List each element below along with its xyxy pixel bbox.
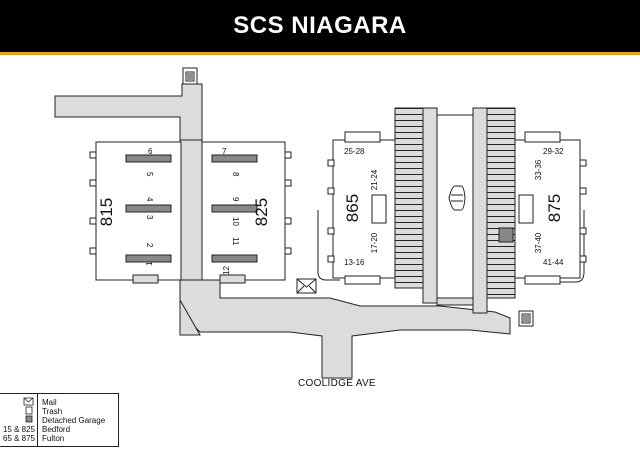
header-bar — [0, 0, 640, 52]
roads — [54, 83, 511, 379]
legend-fulton-label: Fulton — [42, 434, 65, 443]
unit-label: 11 — [231, 237, 240, 246]
south-loop — [179, 279, 511, 379]
lot-entry — [436, 297, 474, 306]
building-label-865: 865 — [343, 194, 362, 222]
building-875 — [514, 131, 587, 285]
unit-label: 25-28 — [344, 147, 365, 156]
unit-label: 9 — [231, 197, 240, 202]
unit-label: 13-16 — [344, 258, 365, 267]
page-title: SCS NIAGARA — [233, 12, 407, 39]
parking-row-right — [486, 107, 516, 299]
unit-label: 4 — [145, 197, 154, 202]
building-825 — [201, 141, 292, 284]
unit-label: 6 — [148, 147, 153, 156]
unit-label: 17-20 — [370, 232, 379, 253]
parking-aisle-right — [472, 107, 488, 314]
legend-bedford-key: 15 & 825 — [2, 425, 35, 434]
legend-fulton-key: 65 & 875 — [2, 434, 35, 443]
legend-divider — [37, 394, 38, 446]
west-curve — [179, 298, 201, 336]
unit-label: 5 — [145, 172, 154, 177]
trash-icon-east — [518, 310, 534, 327]
legend-garage-label: Detached Garage — [42, 416, 106, 425]
mail-icon — [23, 397, 34, 406]
unit-label: 10 — [231, 217, 240, 226]
building-815 — [89, 141, 182, 284]
building-label-815: 815 — [97, 198, 116, 226]
trash-icon-north — [182, 67, 198, 85]
trash-icon — [25, 406, 33, 415]
parking-lot — [394, 107, 516, 314]
unit-label: 37-40 — [534, 232, 543, 253]
unit-label: 2 — [145, 243, 154, 248]
legend-icons — [23, 397, 34, 423]
parking-island — [436, 114, 474, 299]
building-label-825: 825 — [252, 198, 271, 226]
legend-bedford-label: Bedford — [42, 425, 71, 434]
garage-icon — [25, 415, 33, 423]
unit-label: 12 — [222, 266, 231, 275]
legend: Mail Trash Detached Garage 15 & 825 Bedf… — [0, 393, 119, 447]
unit-label: 1 — [145, 261, 154, 266]
mail-icon — [296, 278, 317, 294]
parking-row-left — [394, 107, 424, 289]
header-accent-rule — [0, 52, 640, 55]
unit-label: 29-32 — [543, 147, 564, 156]
unit-label: 7 — [222, 147, 227, 156]
legend-trash-label: Trash — [42, 407, 63, 416]
north-driveway — [54, 83, 203, 143]
parking-aisle-left — [422, 107, 438, 304]
unit-label: 3 — [145, 215, 154, 220]
center-lane — [179, 139, 203, 286]
street-label: COOLIDGE AVE — [298, 378, 376, 389]
building-label-875: 875 — [545, 194, 564, 222]
detached-garage — [498, 227, 514, 243]
unit-label: 8 — [231, 172, 240, 177]
building-865 — [317, 131, 396, 285]
car-icon — [448, 185, 466, 211]
unit-label: 33-36 — [534, 159, 543, 180]
unit-label: 21-24 — [370, 169, 379, 190]
unit-label: 41-44 — [543, 258, 564, 267]
legend-mail-label: Mail — [42, 398, 57, 407]
